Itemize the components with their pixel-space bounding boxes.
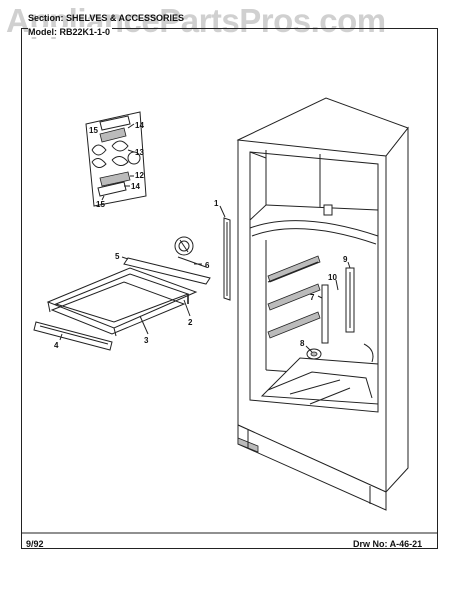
refrigerator-cabinet — [236, 97, 409, 511]
callout-3: 3 — [144, 336, 149, 345]
model-label: Model: — [28, 27, 57, 37]
callout-2: 2 — [188, 318, 193, 327]
section-value: SHELVES & ACCESSORIES — [66, 13, 185, 23]
part-detail-box — [85, 111, 147, 207]
callout-8: 8 — [300, 339, 305, 348]
footer-date: 9/92 — [26, 539, 44, 549]
callout-1: 1 — [214, 199, 219, 208]
callout-10: 10 — [328, 273, 337, 282]
callout-13: 13 — [135, 148, 144, 157]
callout-15-bottom: 15 — [96, 200, 105, 209]
callout-14-top: 14 — [135, 121, 144, 130]
callout-6: 6 — [205, 261, 210, 270]
section-label: Section: — [28, 13, 64, 23]
callout-15-top: 15 — [89, 126, 98, 135]
callout-5: 5 — [115, 252, 120, 261]
section-header: Section: SHELVES & ACCESSORIES — [28, 13, 184, 23]
callout-9: 9 — [343, 255, 348, 264]
callout-7: 7 — [310, 293, 315, 302]
model-value: RB22K1-1-0 — [59, 27, 111, 37]
part-shelf-assembly — [33, 236, 211, 351]
callout-12: 12 — [135, 171, 144, 180]
callout-4: 4 — [54, 341, 59, 350]
part-trim-strip — [219, 205, 231, 301]
callout-14-bottom: 14 — [131, 182, 140, 191]
drawing-frame — [21, 28, 438, 549]
drawing-number: Drw No: A-46-21 — [353, 539, 423, 549]
model-header: Model: RB22K1-1-0 — [28, 27, 113, 37]
leader-lines — [59, 123, 351, 353]
